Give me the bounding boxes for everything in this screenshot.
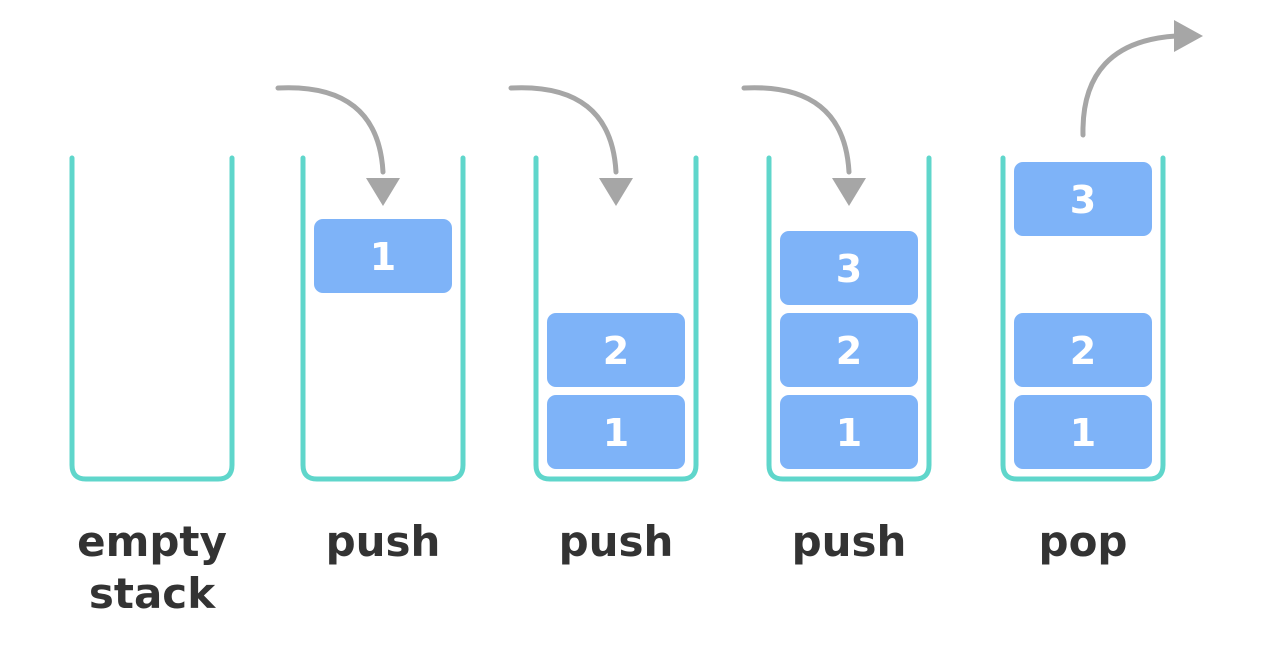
push-arrow-head — [366, 178, 400, 206]
pop-arrow-head — [1174, 20, 1203, 52]
stack-stage: 1 2 3 push — [741, 85, 932, 566]
push-arrow-icon — [275, 85, 400, 206]
stack-item-box — [780, 395, 918, 469]
stack-item: 3 — [780, 231, 918, 305]
push-arrow-icon — [508, 85, 633, 206]
stack-item-label: 2 — [603, 329, 629, 373]
stage-caption: empty — [77, 517, 227, 566]
stage-caption: push — [792, 517, 907, 566]
push-arrow-curve — [741, 85, 852, 175]
push-arrow-icon — [741, 85, 866, 206]
stack-item-box — [1014, 313, 1152, 387]
stack-item-box — [780, 313, 918, 387]
stack-item: 1 — [780, 395, 918, 469]
stack-container — [69, 155, 235, 482]
pop-arrow-curve — [1080, 33, 1179, 138]
push-arrow-head — [832, 178, 866, 206]
stack-item-label: 3 — [1070, 178, 1096, 222]
stage-caption: push — [559, 517, 674, 566]
stack-item-label: 1 — [603, 411, 629, 455]
stack-item-box — [547, 395, 685, 469]
push-arrow-curve — [275, 85, 386, 175]
stack-item-box — [547, 313, 685, 387]
stack-container — [1000, 155, 1166, 482]
stack-item: 2 — [780, 313, 918, 387]
stack-container — [300, 155, 466, 482]
stack-stage: 1 2 push — [508, 85, 699, 566]
stack-container — [533, 155, 699, 482]
stack-item: 2 — [547, 313, 685, 387]
stack-item: 2 — [1014, 313, 1152, 387]
stack-item-label: 2 — [1070, 329, 1096, 373]
stack-stage: 1 push — [275, 85, 466, 566]
stack-item-box — [780, 231, 918, 305]
stage-caption: pop — [1039, 517, 1128, 566]
stack-item-label: 1 — [370, 235, 396, 279]
push-arrow-head — [599, 178, 633, 206]
stack-item-label: 3 — [836, 247, 862, 291]
stack-stage: 1 2 3 pop — [1000, 20, 1203, 566]
stack-item-box — [1014, 162, 1152, 236]
stack-item-box — [1014, 395, 1152, 469]
stage-caption: stack — [89, 569, 216, 618]
stack-item-label: 2 — [836, 329, 862, 373]
stack-item-label: 1 — [1070, 411, 1096, 455]
pop-arrow-icon — [1080, 20, 1203, 138]
push-arrow-curve — [508, 85, 619, 175]
stack-item-label: 1 — [836, 411, 862, 455]
stack-item: 1 — [1014, 395, 1152, 469]
stack-item-box — [314, 219, 452, 293]
stack-item: 3 — [1014, 162, 1152, 236]
stage-caption: push — [326, 517, 441, 566]
stack-container — [766, 155, 932, 482]
stack-item: 1 — [314, 219, 452, 293]
stack-item: 1 — [547, 395, 685, 469]
